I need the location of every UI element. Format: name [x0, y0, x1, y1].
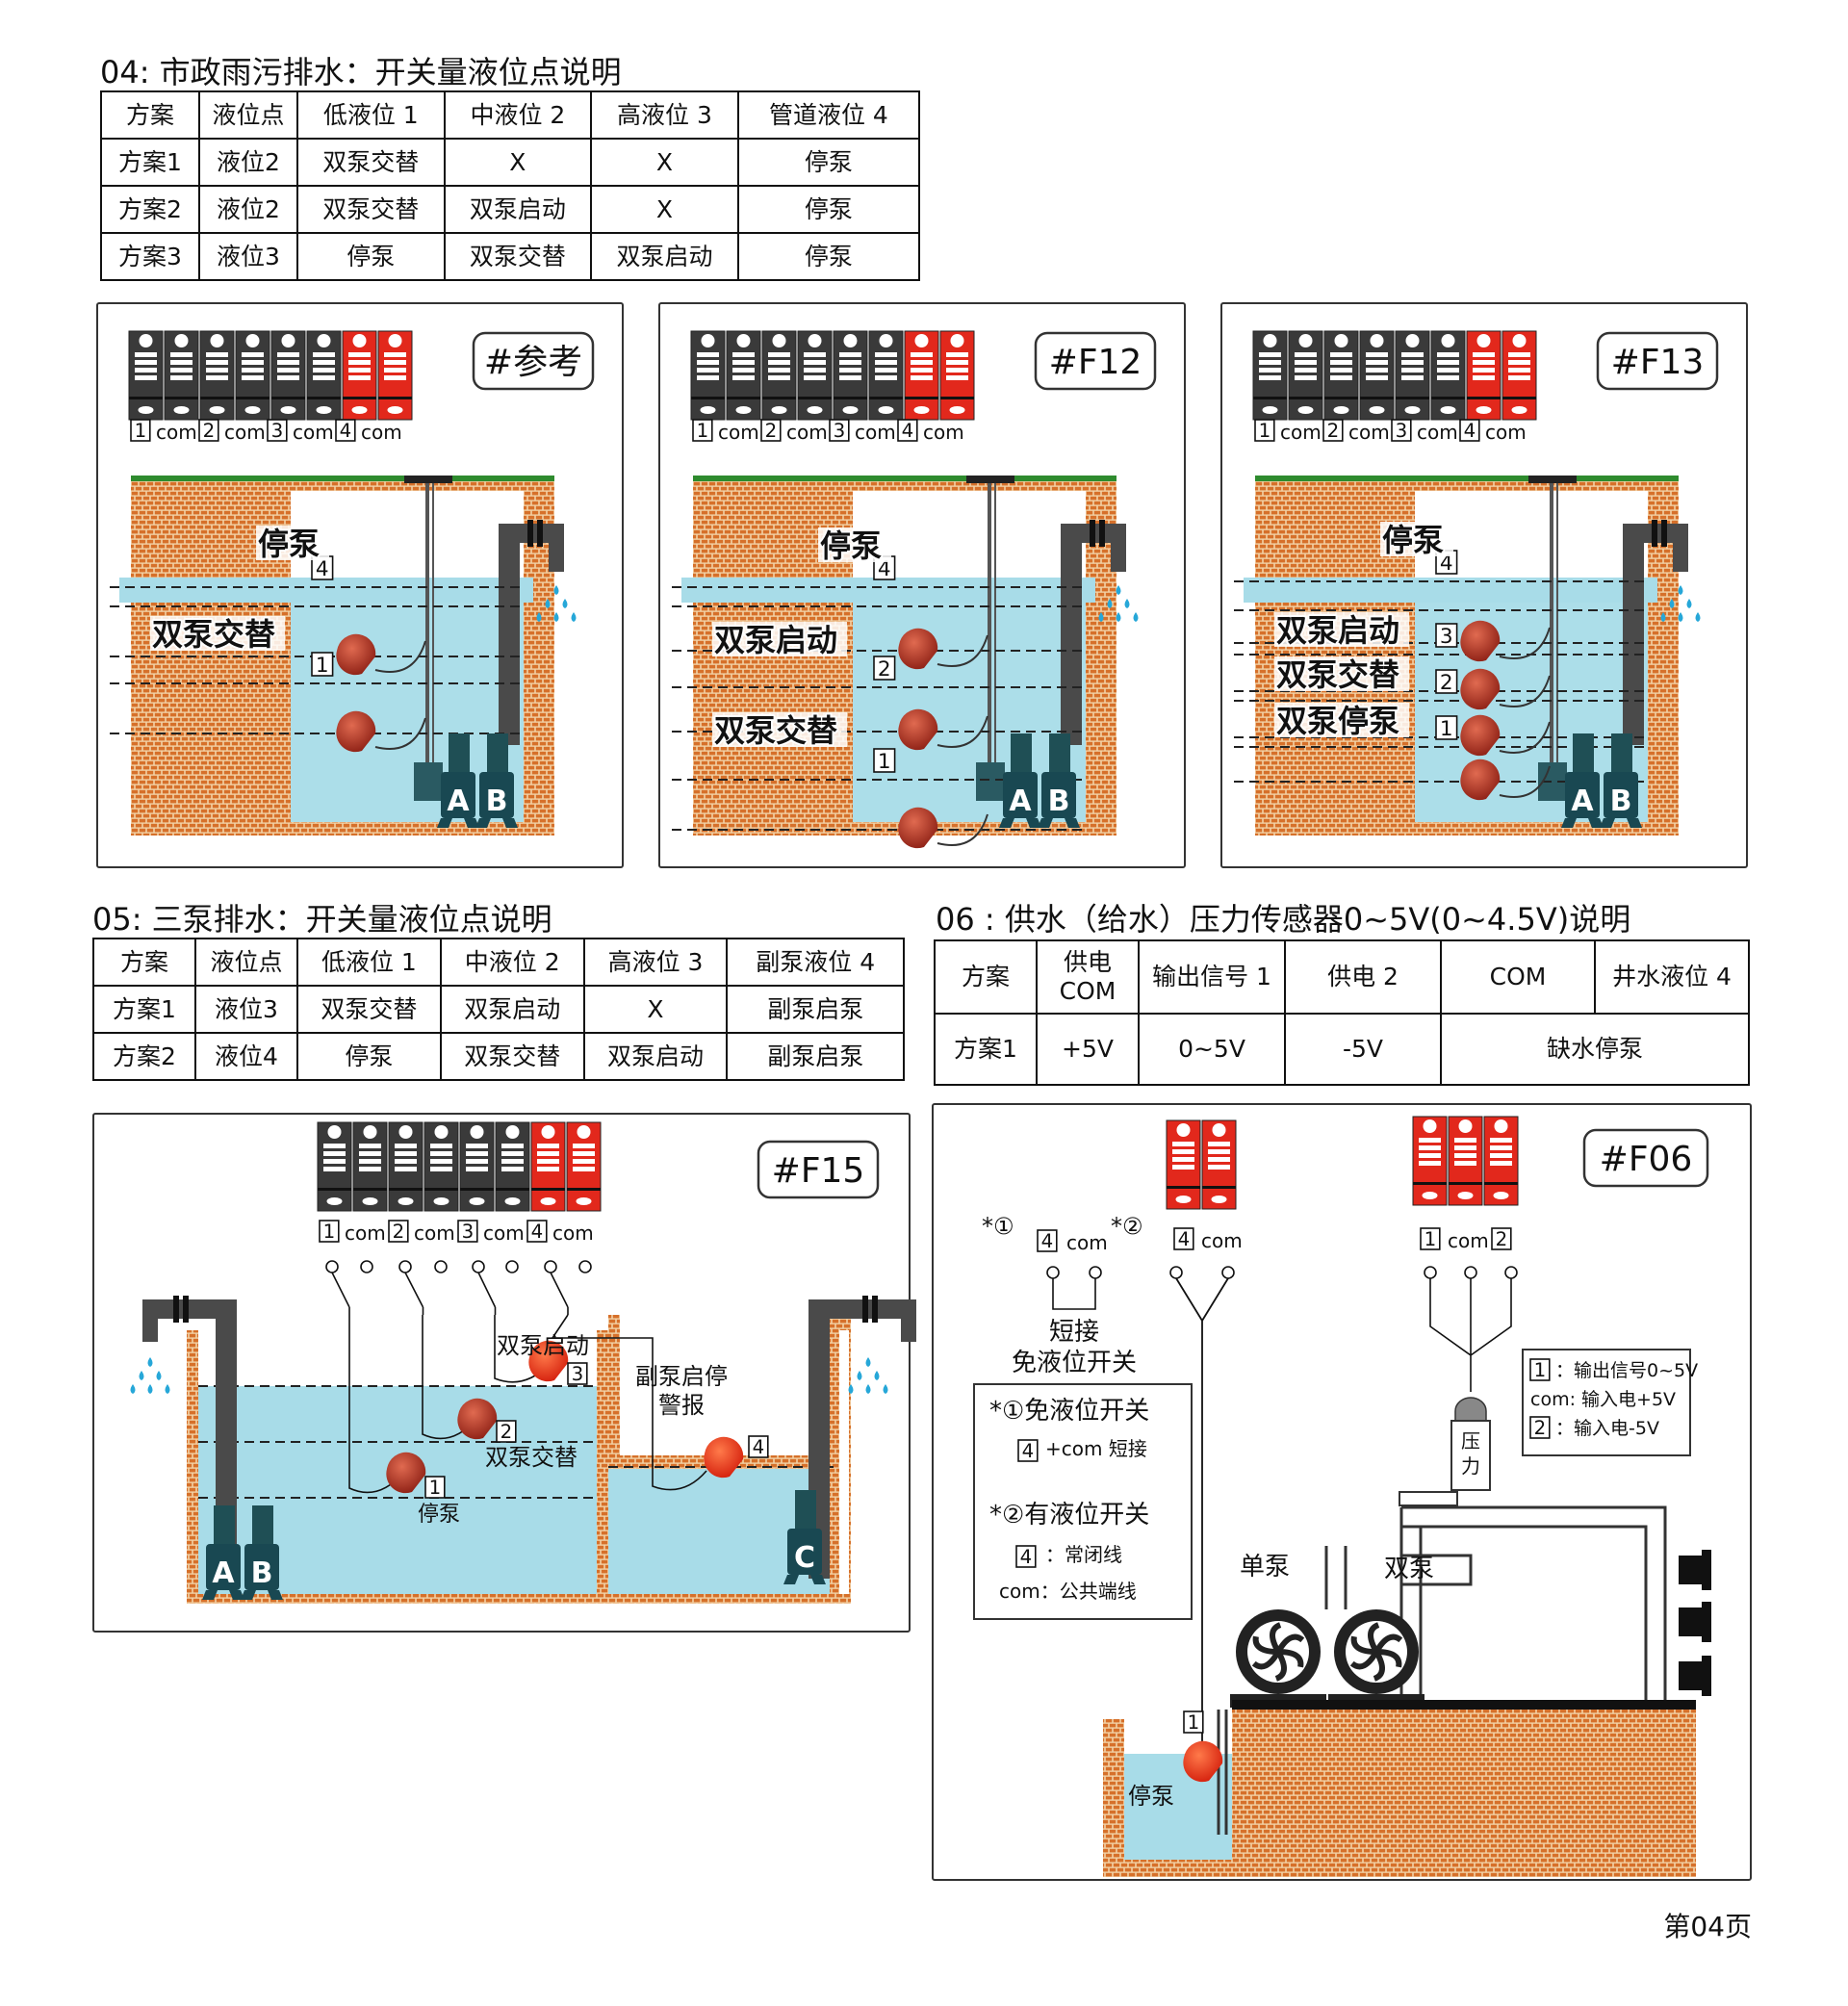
- table-cell: 0~5V: [1138, 1013, 1286, 1086]
- table-cell: 中液位 2: [443, 90, 593, 140]
- table-cell: 停泵: [296, 232, 446, 281]
- table-cell: 液位2: [198, 138, 298, 187]
- table-cell: 双泵交替: [296, 185, 446, 234]
- table-row: 方案1 +5V 0~5V -5V 缺水停泵: [934, 1013, 1750, 1086]
- table-cell: 高液位 3: [590, 90, 739, 140]
- section05-title: 05: 三泵排水：开关量液位点说明: [92, 901, 552, 938]
- table-cell: 输出信号 1: [1138, 939, 1286, 1015]
- table-cell: 双泵交替: [443, 232, 593, 281]
- diagram-f15-panel: [92, 1113, 911, 1633]
- table-cell: X: [443, 138, 593, 187]
- table-cell: 方案1: [92, 985, 196, 1034]
- table-cell: -5V: [1284, 1013, 1442, 1086]
- table-cell: 方案2: [100, 185, 200, 234]
- table-cell: 供电 2: [1284, 939, 1442, 1015]
- table-cell: 停泵: [736, 138, 921, 187]
- table-cell: 副泵启泵: [726, 1032, 905, 1081]
- table-cell: X: [590, 185, 739, 234]
- diagram-ref-panel: [96, 302, 624, 868]
- table-cell: 低液位 1: [296, 938, 442, 987]
- table-cell: 液位点: [194, 938, 298, 987]
- section06-title: 06 : 供水（给水）压力传感器0~5V(0~4.5V)说明: [936, 901, 1631, 938]
- table-cell: 液位点: [198, 90, 298, 140]
- table-header-row: 方案 液位点 低液位 1 中液位 2 高液位 3 管道液位 4: [100, 90, 921, 140]
- table-cell: X: [582, 985, 729, 1034]
- table-cell: X: [590, 138, 739, 187]
- diagram-f12-panel: [658, 302, 1186, 868]
- table-cell: 供电 COM: [1036, 939, 1140, 1015]
- table-header-row: 方案 液位点 低液位 1 中液位 2 高液位 3 副泵液位 4: [92, 938, 905, 987]
- table-cell: 停泵: [296, 1032, 442, 1081]
- table-cell: 方案: [934, 939, 1038, 1015]
- table-cell: 双泵交替: [296, 138, 446, 187]
- table-cell: 双泵启动: [582, 1032, 729, 1081]
- section06-table: 方案 供电 COM 输出信号 1 供电 2 COM 井水液位 4 方案1 +5V…: [934, 939, 1750, 1086]
- table-cell: 方案1: [934, 1013, 1038, 1086]
- table-cell: 方案1: [100, 138, 200, 187]
- table-cell: 双泵交替: [296, 985, 442, 1034]
- table-cell: 缺水停泵: [1440, 1013, 1750, 1086]
- table-cell: 双泵启动: [590, 232, 739, 281]
- table-header-row: 方案 供电 COM 输出信号 1 供电 2 COM 井水液位 4: [934, 939, 1750, 1015]
- table-cell: 液位4: [194, 1032, 298, 1081]
- diagram-f13-panel: [1220, 302, 1748, 868]
- table-cell: 方案: [92, 938, 196, 987]
- table-cell: 方案2: [92, 1032, 196, 1081]
- table-cell: 停泵: [736, 232, 921, 281]
- table-cell: 液位3: [198, 232, 298, 281]
- page-number: 第04页: [1663, 1911, 1752, 1942]
- table-cell: 井水液位 4: [1594, 939, 1750, 1015]
- diagram-f06-panel: [932, 1103, 1752, 1881]
- section04-title: 04: 市政雨污排水：开关量液位点说明: [100, 54, 622, 90]
- table-cell: 高液位 3: [582, 938, 729, 987]
- table-cell: COM: [1440, 939, 1596, 1015]
- diagram-ref-svg: [98, 304, 622, 866]
- table-cell: 液位3: [194, 985, 298, 1034]
- table-cell: 方案: [100, 90, 200, 140]
- table-cell: 副泵启泵: [726, 985, 905, 1034]
- table-cell: 管道液位 4: [736, 90, 921, 140]
- table-cell: 双泵交替: [439, 1032, 585, 1081]
- table-cell: 液位2: [198, 185, 298, 234]
- table-cell: 双泵启动: [443, 185, 593, 234]
- table-cell: 低液位 1: [296, 90, 446, 140]
- table-cell: 双泵启动: [439, 985, 585, 1034]
- table-cell: 方案3: [100, 232, 200, 281]
- table-cell: 中液位 2: [439, 938, 585, 987]
- table-cell: +5V: [1036, 1013, 1140, 1086]
- table-cell: 副泵液位 4: [726, 938, 905, 987]
- table-cell: 停泵: [736, 185, 921, 234]
